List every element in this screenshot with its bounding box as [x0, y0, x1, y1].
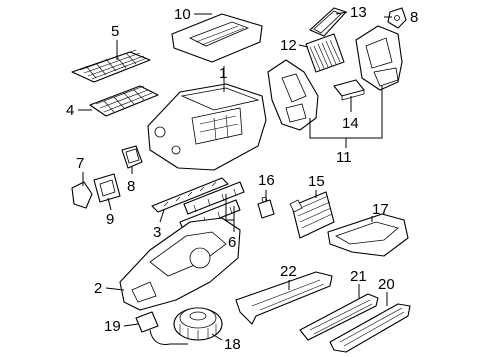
part-11-housing-left: [267, 59, 319, 131]
part-20-duct: [329, 303, 411, 353]
part-8-upper-bracket: [387, 7, 407, 29]
callout-6: 6: [228, 234, 236, 251]
callout-10: 10: [174, 6, 191, 23]
part-4-filter: [89, 85, 159, 117]
part-13-panel: [309, 7, 347, 37]
callout-7: 7: [76, 155, 84, 172]
callout-12: 12: [280, 37, 297, 54]
callouts: 5 4 10 1 13 12 8 14 11 7 8 9 3 6 16 15 1…: [66, 4, 418, 353]
part-9-bracket: [93, 173, 121, 203]
callout-17: 17: [372, 201, 389, 218]
part-17-duct: [327, 213, 409, 257]
part-5-filter: [71, 49, 151, 83]
callout-4: 4: [66, 102, 74, 119]
part-21-duct: [299, 293, 379, 341]
part-2-blower-housing: [119, 217, 241, 311]
part-12-filter: [305, 33, 345, 73]
callout-11: 11: [336, 149, 352, 166]
part-18-blower-motor: [173, 307, 223, 341]
callout-16: 16: [258, 172, 275, 189]
callout-19: 19: [104, 318, 121, 335]
callout-22: 22: [280, 263, 297, 280]
part-22-duct: [235, 271, 333, 325]
part-15-heater-core: [289, 191, 335, 239]
part-11-housing-right: [355, 25, 403, 91]
part-19-resistor: [135, 311, 188, 345]
callout-21: 21: [350, 268, 367, 285]
callout-14: 14: [342, 115, 359, 132]
callout-8-left: 8: [127, 178, 135, 195]
part-1-hvac-case: [147, 83, 267, 171]
leader-lines: [78, 11, 392, 341]
part-7-block: [71, 181, 93, 209]
callout-2: 2: [94, 280, 102, 297]
callout-18: 18: [224, 336, 241, 353]
part-3-strip: [151, 177, 229, 213]
part-10-cover: [171, 13, 263, 63]
part-14-module: [333, 79, 365, 101]
callout-13: 13: [350, 4, 367, 21]
callout-9: 9: [106, 211, 114, 228]
callout-8-upper: 8: [410, 9, 418, 26]
callout-15: 15: [308, 173, 325, 190]
callout-1: 1: [219, 65, 227, 82]
callout-3: 3: [153, 224, 161, 241]
part-6-flap-upper: [183, 181, 245, 215]
callout-20: 20: [378, 276, 395, 293]
callout-5: 5: [111, 23, 119, 40]
part-8-left-block: [121, 145, 143, 169]
